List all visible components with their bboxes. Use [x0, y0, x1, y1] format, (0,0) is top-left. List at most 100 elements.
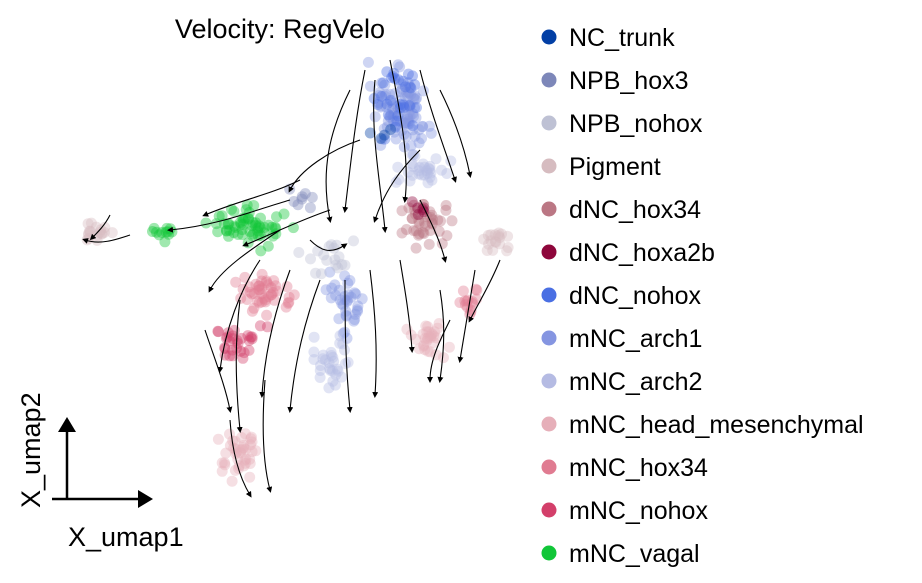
cell-point — [393, 108, 405, 120]
cell-point — [402, 86, 414, 98]
cell-point — [232, 338, 244, 349]
cell-point — [411, 102, 422, 114]
cell-point — [421, 165, 433, 177]
cell-point — [410, 112, 422, 124]
chart-title: Velocity: RegVelo — [175, 14, 385, 44]
cell-point — [254, 229, 266, 241]
legend-marker — [541, 330, 557, 346]
cell-point — [422, 177, 434, 189]
cell-point — [375, 77, 387, 89]
cell-point — [387, 98, 399, 110]
cell-point — [248, 200, 260, 211]
cell-point — [344, 275, 356, 286]
cell-point — [328, 355, 340, 367]
cell-point — [241, 199, 253, 211]
cell-point — [334, 294, 346, 306]
cell-point — [246, 331, 258, 343]
cell-point — [252, 225, 264, 237]
cell-point — [425, 127, 437, 139]
cell-point — [395, 78, 407, 90]
cell-point — [262, 291, 274, 303]
streamline — [242, 209, 331, 247]
cell-point — [339, 270, 351, 282]
cell-point — [409, 204, 421, 216]
cell-point — [330, 369, 342, 381]
cell-point — [388, 67, 400, 79]
streamline — [229, 419, 252, 498]
cell-point — [325, 239, 337, 251]
x-axis-label: X_umap1 — [68, 522, 184, 552]
cell-point — [244, 226, 256, 238]
cell-point — [246, 230, 258, 241]
cell-point — [226, 475, 238, 487]
cell-point — [253, 280, 265, 292]
cell-point — [224, 224, 236, 236]
cell-point — [406, 212, 418, 224]
cell-point — [299, 188, 311, 200]
streamline — [325, 89, 351, 223]
cell-point — [394, 61, 406, 73]
cell-point — [296, 193, 308, 205]
cell-point — [333, 284, 345, 296]
streamline — [419, 199, 448, 263]
cell-point — [212, 433, 224, 445]
cell-point — [424, 346, 436, 358]
cell-point — [375, 133, 387, 144]
cell-point — [278, 208, 290, 220]
velocity-streamlines — [82, 59, 501, 498]
cell-point — [419, 333, 431, 344]
cell-point — [98, 227, 110, 238]
cell-point — [410, 333, 422, 345]
cell-point — [250, 278, 262, 290]
cell-point — [249, 219, 261, 231]
cell-point — [246, 431, 257, 443]
cell-point — [418, 161, 430, 173]
cell-point — [246, 333, 258, 345]
cell-point — [425, 332, 437, 344]
cell-point — [255, 212, 266, 224]
cell-point — [418, 169, 430, 181]
cell-point — [319, 354, 331, 366]
cell-point — [219, 457, 231, 469]
cell-point — [230, 448, 242, 460]
cell-point — [418, 228, 430, 239]
cell-point — [341, 332, 353, 344]
cell-point — [349, 308, 361, 320]
cell-point — [238, 439, 250, 451]
cell-point — [248, 302, 260, 314]
legend-label: mNC_arch1 — [569, 325, 702, 353]
cell-point — [271, 211, 282, 223]
y-axis-arrowhead — [58, 417, 76, 432]
cell-point — [329, 279, 341, 291]
cell-point — [321, 254, 333, 266]
cell-point — [394, 102, 406, 114]
cell-point — [407, 70, 418, 82]
cell-point — [373, 89, 385, 101]
streamline — [399, 259, 415, 353]
cell-point — [293, 247, 305, 258]
cell-point — [310, 267, 322, 279]
cell-point — [418, 339, 430, 351]
legend-marker — [541, 158, 557, 174]
cell-point — [232, 229, 244, 240]
legend-marker — [541, 502, 557, 518]
cell-point — [419, 217, 431, 229]
cell-point — [385, 108, 397, 120]
legend: NC_trunkNPB_hox3NPB_nohoxPigmentdNC_hox3… — [541, 24, 864, 568]
cell-point — [388, 107, 400, 119]
streamline — [373, 79, 388, 233]
cell-point — [431, 332, 443, 344]
cell-point — [235, 345, 247, 357]
cell-point — [327, 375, 339, 387]
legend-label: mNC_arch2 — [569, 368, 702, 396]
cell-point — [417, 227, 429, 238]
cell-point — [253, 220, 265, 232]
cell-point — [403, 81, 415, 93]
streamline — [309, 239, 348, 251]
cell-point — [392, 161, 404, 173]
cell-point — [390, 133, 402, 145]
cell-point — [226, 203, 237, 215]
cell-point — [246, 288, 258, 300]
cell-point — [404, 81, 416, 93]
cell-point — [216, 465, 228, 477]
